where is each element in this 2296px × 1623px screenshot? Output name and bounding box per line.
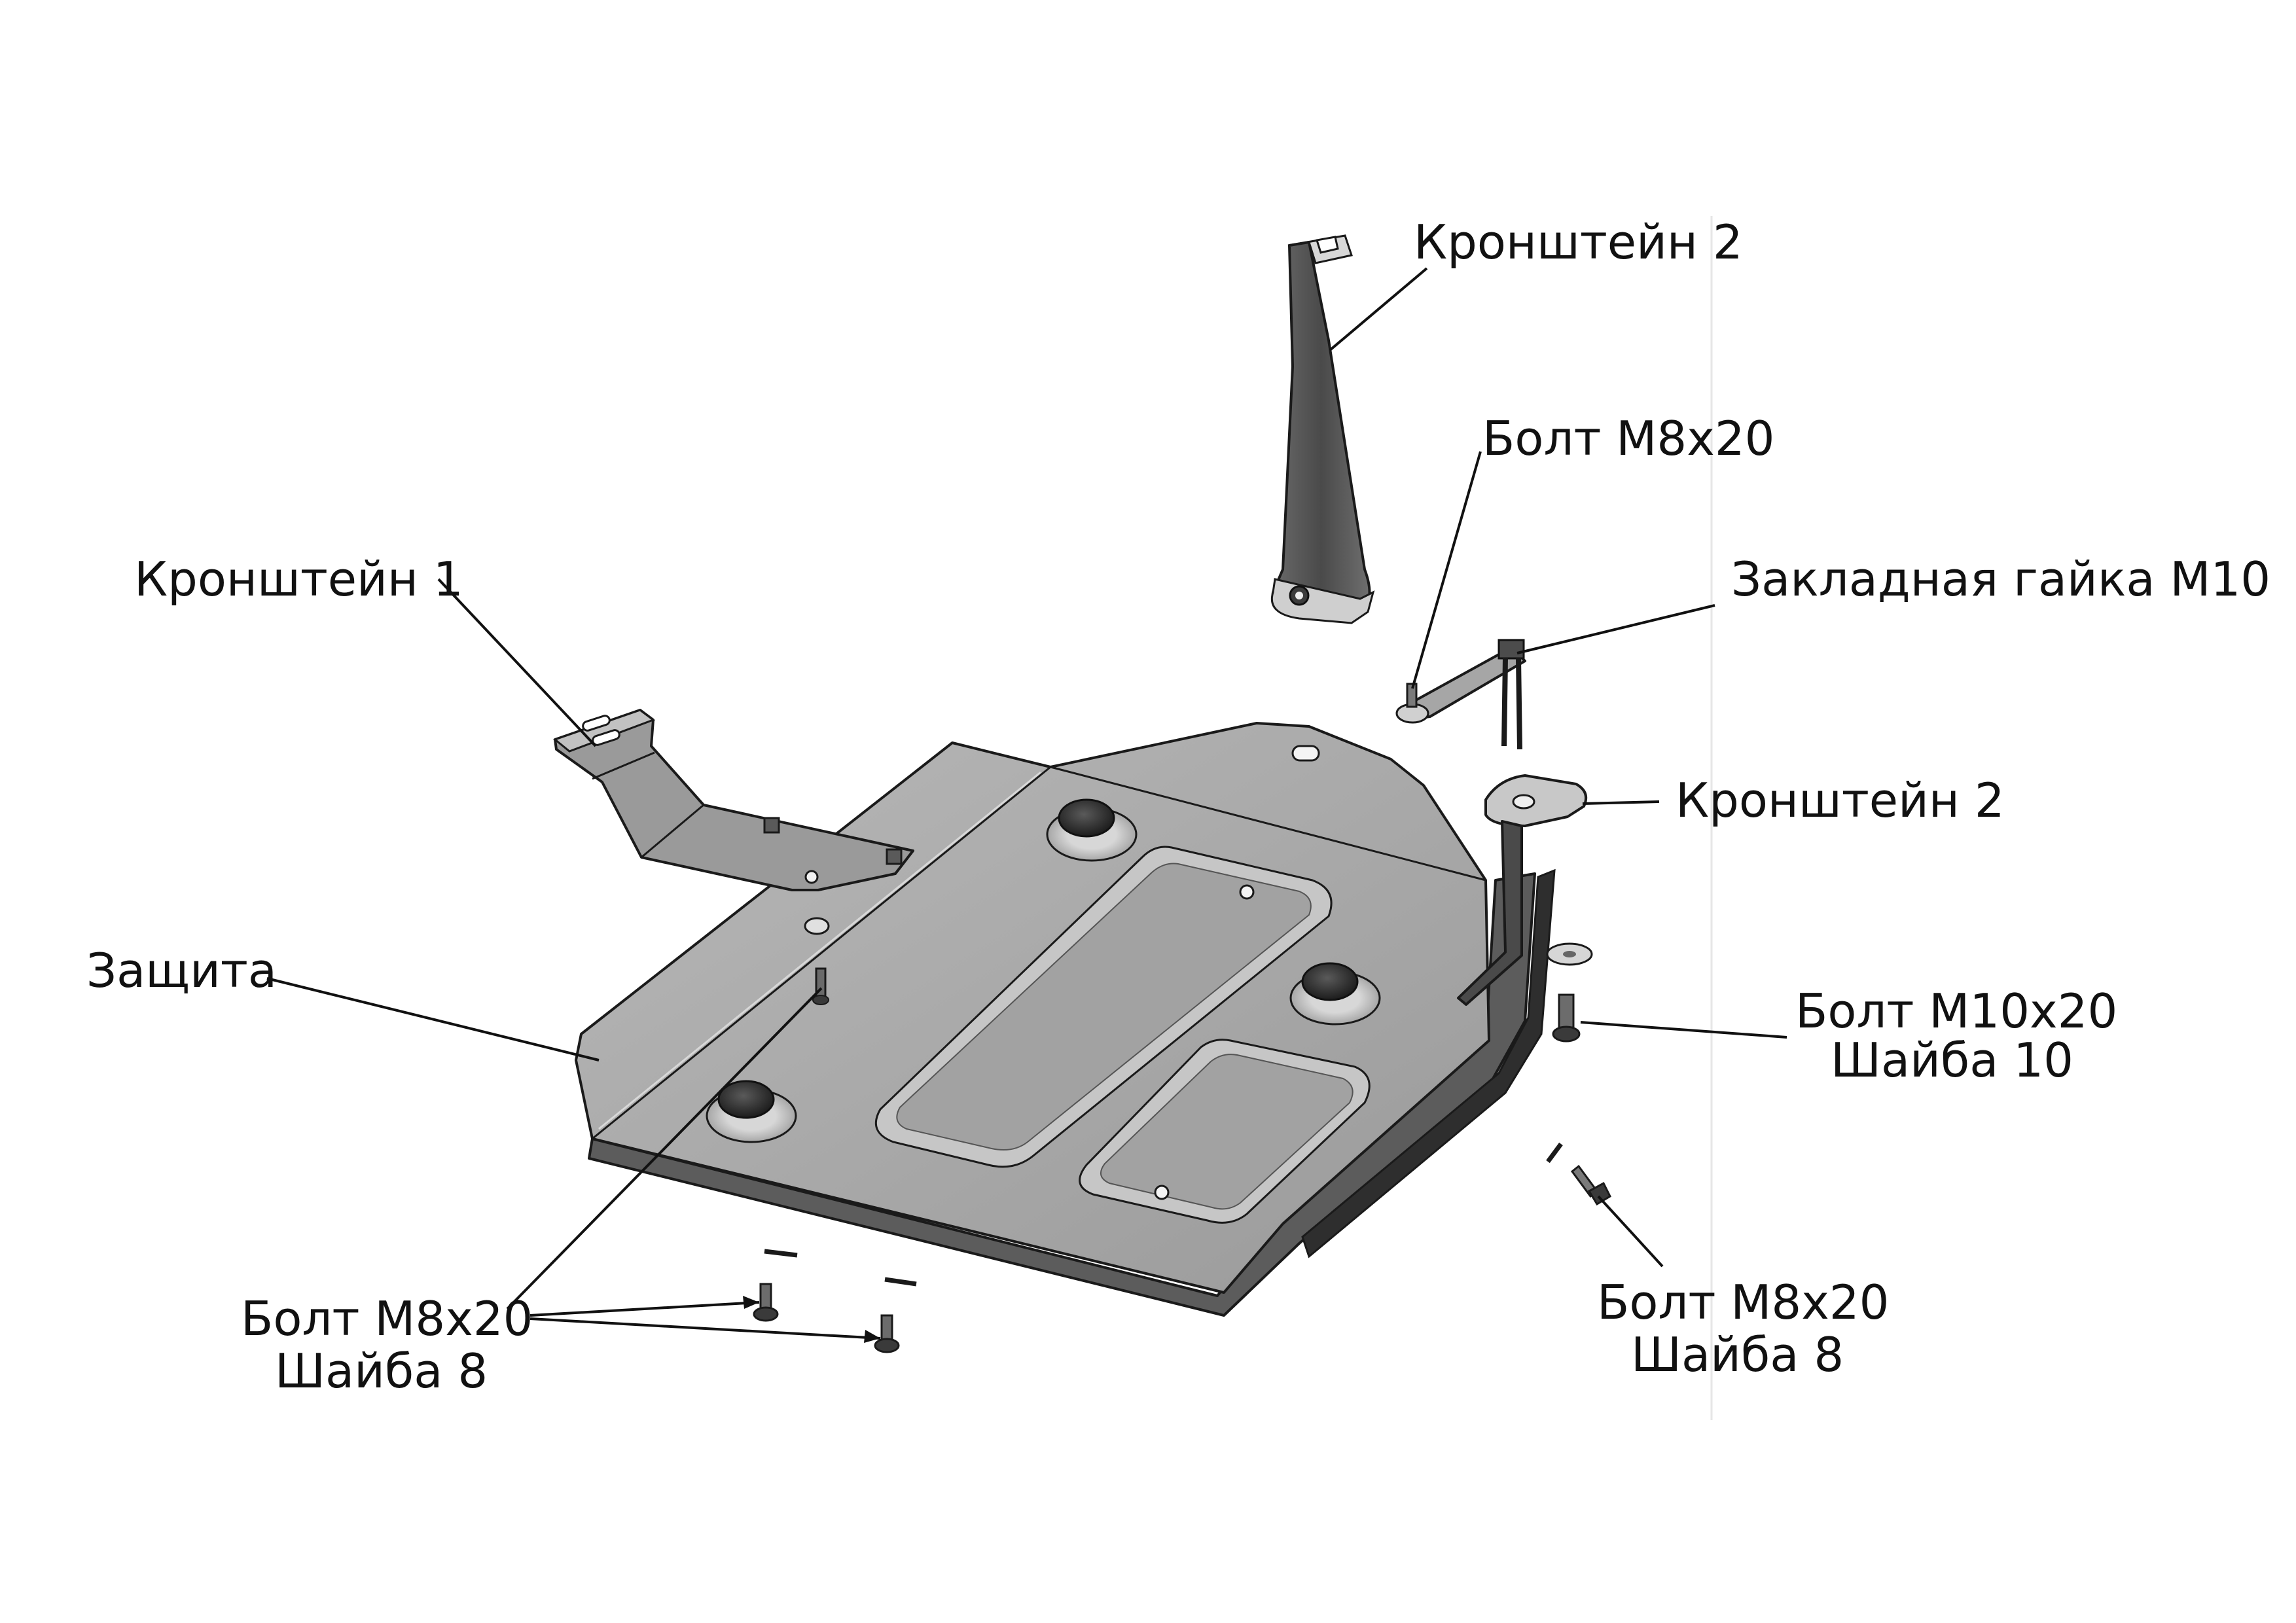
label-bolt-m8x20-bottom-left: Болт М8х20 (241, 1291, 533, 1346)
labels: Кронштейн 2 Болт М8х20 Закладная гайка М… (86, 215, 2270, 1399)
plate-fold-line (592, 766, 1051, 1140)
plate-recess-large-inner (896, 863, 1312, 1150)
label-bolt-m10x20: Болт М10х20 (1795, 984, 2117, 1039)
label-protection: Защита (86, 943, 277, 998)
leader-bracket-2-top (1329, 267, 1428, 351)
bracket-2-right-leg (1457, 820, 1523, 1006)
label-embedded-nut-m10: Закладная гайка М10 (1731, 552, 2270, 607)
leader-bolt-m8x20-top (1411, 451, 1482, 689)
bolt-m8x20-top (1395, 683, 1429, 724)
washer-8-left-1 (764, 1249, 798, 1258)
bracket-1-nut-1 (763, 817, 780, 834)
leader-embedded-nut (1516, 604, 1715, 654)
label-washer-8-bottom-left: Шайба 8 (275, 1344, 488, 1399)
arrowhead-2 (864, 1330, 880, 1343)
arrowhead-1 (743, 1296, 759, 1309)
bracket-2-right-hole (1512, 794, 1535, 810)
embedded-nut-block (1498, 639, 1525, 660)
bolt-m8x20-bottom-right (1570, 1164, 1611, 1206)
label-bracket-2-top: Кронштейн 2 (1414, 215, 1743, 270)
bracket-1-top-face (552, 709, 656, 753)
label-bolt-m8x20-bottom-right: Болт М8х20 (1597, 1275, 1889, 1330)
plate-washer (804, 917, 830, 935)
plate-slot (1291, 745, 1320, 762)
plate-hole-2 (1154, 1185, 1170, 1200)
leader-bolt-m8x20-bottom-right (1597, 1195, 1664, 1268)
label-bolt-m8x20-top: Болт М8х20 (1482, 411, 1774, 466)
leader-bolt-m8x20-bottom-left-c (529, 1317, 881, 1340)
plate-fold-line-2 (598, 771, 1041, 1130)
plate-dark-edge (1301, 868, 1556, 1258)
bracket-2-right (1457, 774, 1587, 1006)
plate-rear-fold-line (1050, 766, 1486, 882)
label-washer-8-bottom-right: Шайба 8 (1631, 1327, 1844, 1382)
bracket-2-right-plate (1484, 774, 1587, 827)
bracket-1 (552, 709, 914, 891)
bracket-1-nut-2 (886, 848, 903, 865)
washer-8-right (1546, 1142, 1563, 1164)
leader-bracket-1 (437, 578, 597, 747)
bracket-1-hole (804, 870, 819, 884)
plate-plug-2 (1289, 962, 1381, 1026)
washer-8-left-2 (884, 1277, 917, 1287)
leader-bracket-2-right (1582, 800, 1660, 805)
bracket-1-slot-1 (582, 715, 611, 732)
bracket-1-bend (592, 751, 704, 859)
bracket-2-top-slot (1316, 236, 1339, 254)
bolt-m10x20 (1552, 993, 1581, 1043)
bolt-m8x20-bottom-left-2 (874, 1314, 900, 1353)
plate-plug-3 (706, 1080, 797, 1143)
embedded-nut-wire (1501, 657, 1522, 750)
protection-plate (575, 722, 1556, 1317)
leader-bolt-m8x20-bottom-left-a (506, 987, 823, 1310)
label-bracket-1: Кронштейн 1 (134, 552, 463, 607)
plate-bolt (812, 967, 829, 1005)
label-washer-10: Шайба 10 (1831, 1033, 2073, 1088)
plate-hole-1 (1239, 884, 1255, 900)
plate-plug-1 (1046, 798, 1138, 862)
leader-bolt-m8x20-bottom-left-b (529, 1301, 760, 1317)
leader-lines (266, 267, 1787, 1343)
leader-protection (266, 977, 600, 1061)
plate-recess-small-inner (1100, 1054, 1354, 1210)
label-bracket-2-right: Кронштейн 2 (1676, 773, 2005, 828)
bracket-2-top (1271, 234, 1375, 624)
bracket-2-top-body (1271, 241, 1371, 623)
leader-bolt-m10x20 (1580, 1021, 1787, 1039)
bolt-m8x20-bottom-left-1 (753, 1283, 779, 1322)
